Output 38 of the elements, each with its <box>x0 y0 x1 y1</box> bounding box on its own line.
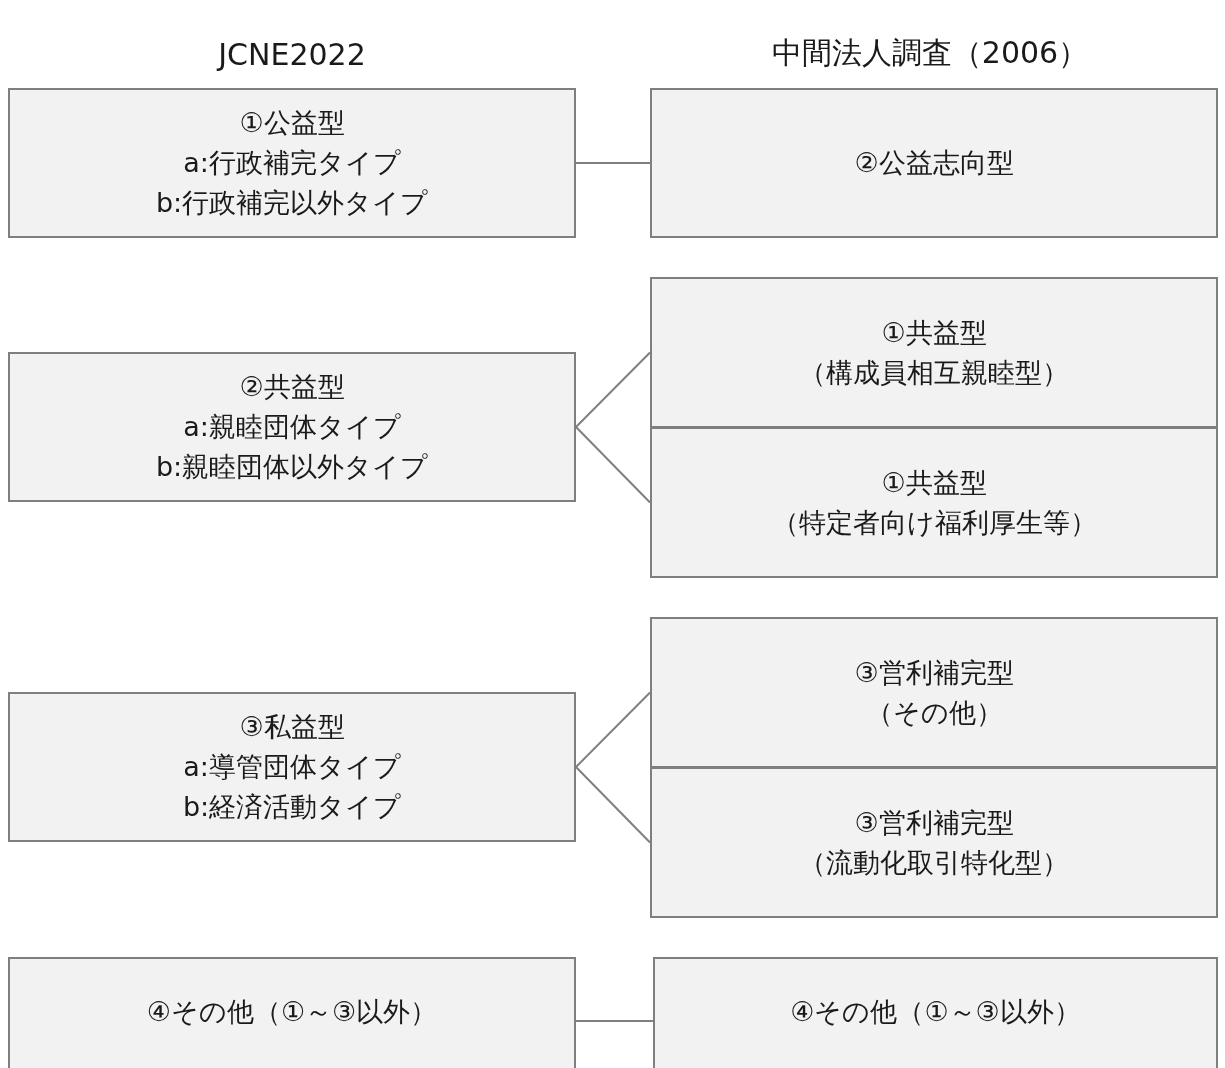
box-text: ③営利補完型 <box>854 805 1014 840</box>
connector-line <box>575 426 651 504</box>
box-text: b:親睦団体以外タイプ <box>155 450 429 484</box>
box-text: ①共益型 <box>881 315 987 350</box>
box-text: ①公益型 <box>239 106 345 140</box>
column-heading: 中間法人調査（2006） <box>771 34 1089 72</box>
connector-line <box>575 1020 654 1022</box>
box-text: a:導管団体タイプ <box>183 750 401 784</box>
category-box <box>650 767 1218 918</box>
column-heading: JCNE2022 <box>218 36 366 74</box>
box-text: ②共益型 <box>239 370 345 404</box>
box-text: a:行政補完タイプ <box>183 146 401 180</box>
box-text: ②公益志向型 <box>854 146 1014 180</box>
category-box <box>650 88 1218 238</box>
category-box <box>650 427 1218 578</box>
box-text: ③営利補完型 <box>854 655 1014 690</box>
box-text: a:親睦団体タイプ <box>183 410 401 444</box>
box-text: ④その他（①～③以外） <box>790 995 1081 1029</box>
box-text: ①共益型 <box>881 465 987 500</box>
category-box <box>8 352 576 502</box>
category-box <box>650 617 1218 768</box>
category-box <box>8 88 576 238</box>
category-box <box>650 277 1218 428</box>
box-text: ④その他（①～③以外） <box>146 995 438 1029</box>
category-box <box>8 957 576 1068</box>
box-text: ③私益型 <box>239 710 345 744</box>
connector-line <box>575 691 651 768</box>
box-text: b:行政補完以外タイプ <box>155 186 429 220</box>
category-box <box>8 692 576 842</box>
category-box <box>653 957 1218 1068</box>
box-text: （流動化取引特化型） <box>799 845 1069 880</box>
connector-line <box>575 162 651 164</box>
box-text: （その他） <box>865 695 1003 730</box>
box-text: （構成員相互親睦型） <box>799 355 1069 390</box>
connector-line <box>575 351 651 428</box>
box-text: b:経済活動タイプ <box>182 790 402 824</box>
box-text: （特定者向け福利厚生等） <box>771 505 1097 540</box>
connector-line <box>575 766 651 844</box>
